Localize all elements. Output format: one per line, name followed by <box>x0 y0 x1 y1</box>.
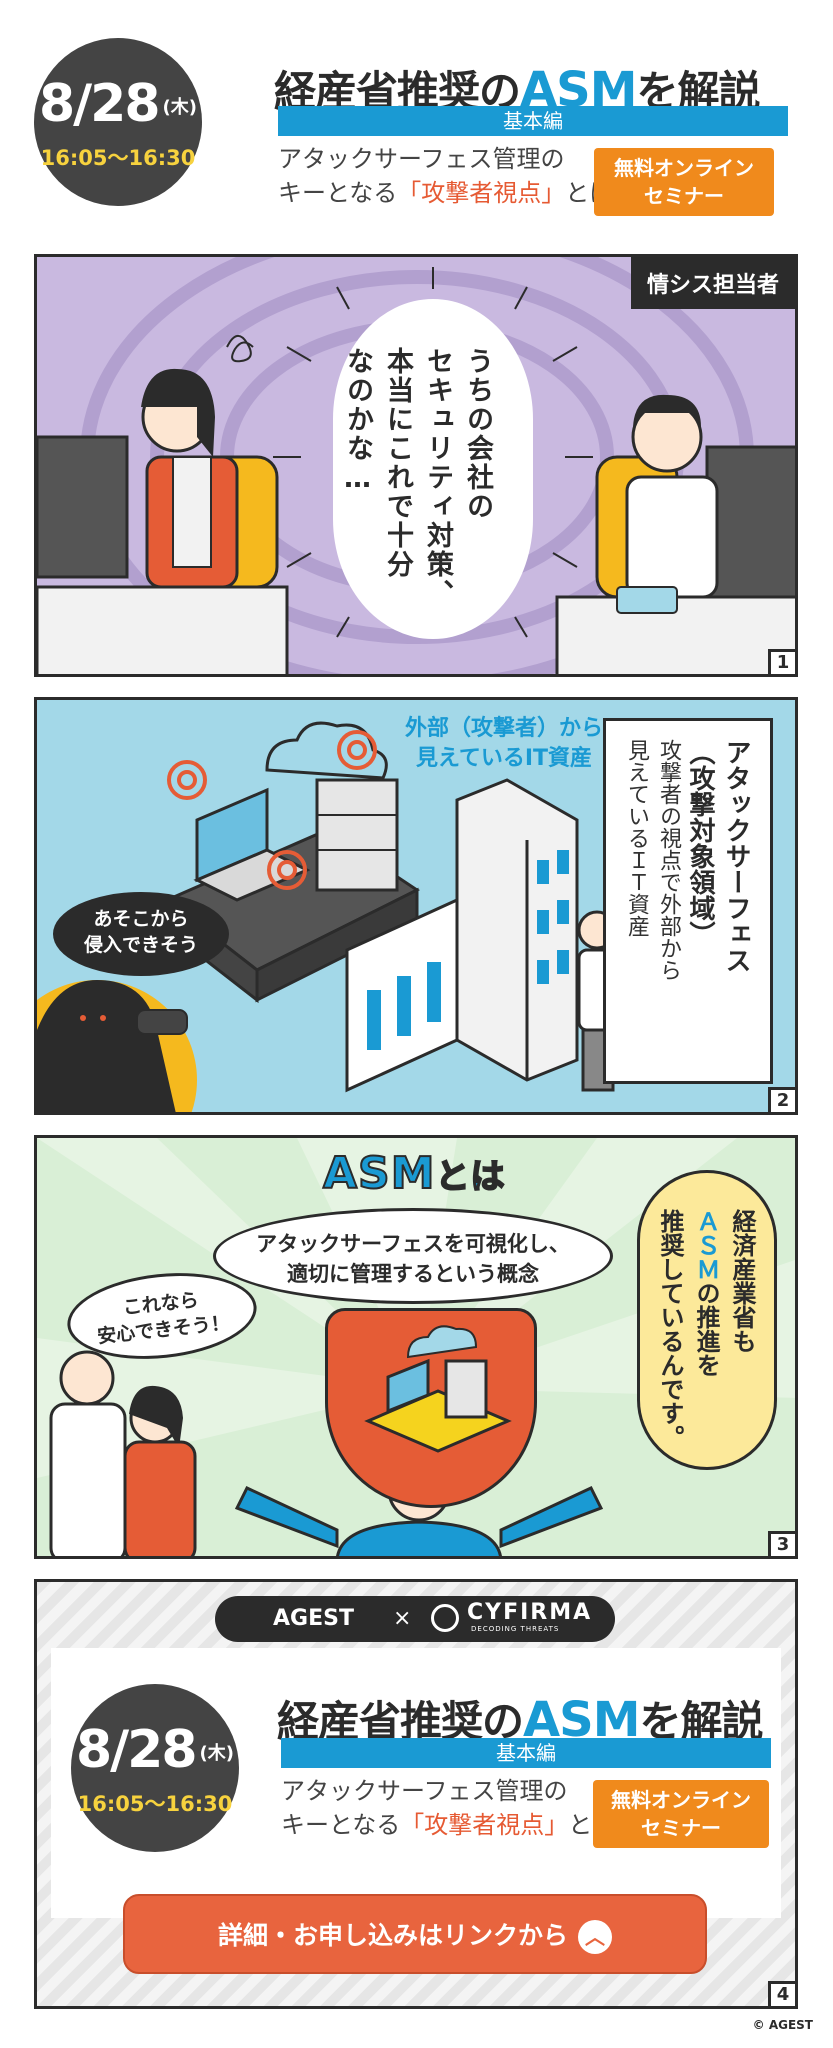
left-monitor <box>37 435 129 579</box>
shield-graphic <box>325 1308 537 1508</box>
asm-heading: ASMとは <box>322 1147 506 1200</box>
comic-panel-3: ASMとは アタックサーフェスを可視化し、 適切に管理するという概念 これなら … <box>34 1135 798 1559</box>
definition-box: アタックサーフェス （攻撃対象領域） 攻撃者の視点で外部から 見えているＩＴ資産 <box>603 718 773 1084</box>
chevron-up-icon: ︿ <box>578 1920 612 1954</box>
laptop-icon <box>386 1358 430 1414</box>
worry-scribble <box>226 335 254 363</box>
cloud-icon <box>406 1325 478 1359</box>
man-sweater <box>625 475 719 599</box>
date-badge: 8/28(木) 16:05〜16:30 <box>71 1684 239 1852</box>
office-building <box>455 778 579 1082</box>
external-assets-label: 外部（攻撃者）から 見えているIT資産 <box>405 716 604 771</box>
lead-text: アタックサーフェス管理の キーとなる「攻撃者視点」とは？ <box>278 145 637 207</box>
left-desk <box>37 585 289 674</box>
thought-bubble: うちの会社の セキュリティ対策、 本当にこれで十分 なのかな… <box>333 299 533 639</box>
binoculars-icon <box>136 1009 188 1035</box>
panel1-illustration <box>37 257 795 674</box>
meti-speech-bubble: 経済産業省も ＡＳＭの推進を 推奨しているんです。 <box>637 1170 777 1470</box>
panel-number: 3 <box>768 1531 795 1556</box>
mousepad <box>616 586 678 614</box>
server-icon <box>444 1359 488 1419</box>
asm-concept-bubble: アタックサーフェスを可視化し、 適切に管理するという概念 <box>213 1208 613 1304</box>
cloud-icon <box>265 721 388 780</box>
copyright: © AGEST <box>752 2018 813 2032</box>
panel-number: 4 <box>768 1981 795 2006</box>
attacker-speech-bubble: あそこから 侵入できそう <box>53 892 229 976</box>
subtitle-bar: 基本編 <box>278 106 788 136</box>
free-seminar-badge: 無料オンライン セミナー <box>593 1780 769 1848</box>
right-monitor <box>705 445 795 599</box>
cyfirma-logo: CYFIRMA <box>467 1600 593 1625</box>
cyfirma-logo-mark <box>431 1604 459 1632</box>
panel-number: 2 <box>768 1087 795 1112</box>
comic-panel-2: ? 外部（攻撃者）から 見えているIT資産 あそこから 侵入できそう アタックサ… <box>34 697 798 1115</box>
presenter-left-arm <box>234 1486 339 1549</box>
event-day-of-week: (木) <box>162 97 197 118</box>
man-figure <box>59 1350 115 1406</box>
target-icons <box>167 730 377 890</box>
collab-x: × <box>393 1606 412 1631</box>
role-label: 情シス担当者 <box>630 257 795 309</box>
event-date: 8/28 <box>39 74 161 134</box>
seminar-info-card: 8/28(木) 16:05〜16:30 経産省推奨のASMを解説 基本編 アタッ… <box>51 1648 781 1918</box>
presenter-right-arm <box>499 1486 604 1549</box>
man-head <box>631 401 703 473</box>
thought-burst-lines <box>273 267 593 638</box>
cyfirma-tagline: DECODING THREATS <box>471 1625 560 1633</box>
register-link-button[interactable]: 詳細・お申し込みはリンクから︿ <box>123 1894 707 1974</box>
free-seminar-badge: 無料オンライン セミナー <box>594 148 774 216</box>
comic-panel-4: AGEST × CYFIRMA DECODING THREATS 8/28(木)… <box>34 1579 798 2009</box>
subtitle-bar: 基本編 <box>281 1738 771 1768</box>
event-time: 16:05〜16:30 <box>40 146 196 170</box>
comic-panel-1: 情シス担当者 うちの会社の セキュリティ対策、 本当にこれで十分 なのかな… 1 <box>34 254 798 677</box>
woman-hair <box>141 368 215 457</box>
date-badge: 8/28(木) 16:05〜16:30 <box>34 38 202 206</box>
man-hair <box>633 394 701 427</box>
server-icon <box>315 778 399 892</box>
panel2-illustration: ? <box>37 721 635 1112</box>
presenter-suit <box>336 1520 502 1556</box>
partner-logo-bar: AGEST × CYFIRMA DECODING THREATS <box>215 1596 615 1642</box>
lead-text: アタックサーフェス管理の キーとなる「攻撃者視点」とは？ <box>281 1777 640 1839</box>
panel-number: 1 <box>768 649 795 674</box>
agest-logo: AGEST <box>273 1606 354 1631</box>
